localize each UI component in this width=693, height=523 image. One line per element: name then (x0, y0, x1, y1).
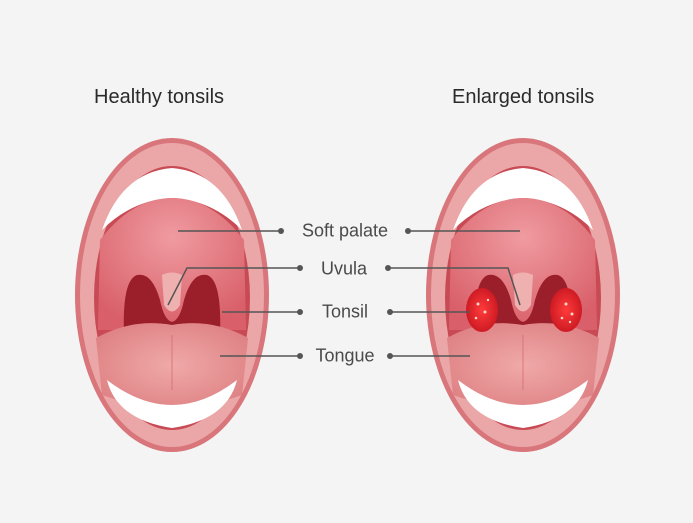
tonsil-spots (474, 298, 574, 324)
label-uvula: Uvula (320, 258, 368, 279)
healthy-mouth-illustration (74, 137, 270, 453)
enlarged-tonsils-title: Enlarged tonsils (452, 86, 595, 108)
label-dots (278, 228, 411, 359)
enlarged-mouth-illustration (425, 137, 621, 453)
label-tongue: Tongue (315, 345, 375, 366)
label-soft-palate: Soft palate (301, 220, 389, 241)
label-leader-lines (167, 230, 521, 357)
healthy-tonsils-title: Healthy tonsils (94, 86, 225, 108)
enlarged-left-tonsil (466, 288, 498, 332)
label-tonsil: Tonsil (321, 301, 369, 322)
enlarged-right-tonsil (550, 288, 582, 332)
